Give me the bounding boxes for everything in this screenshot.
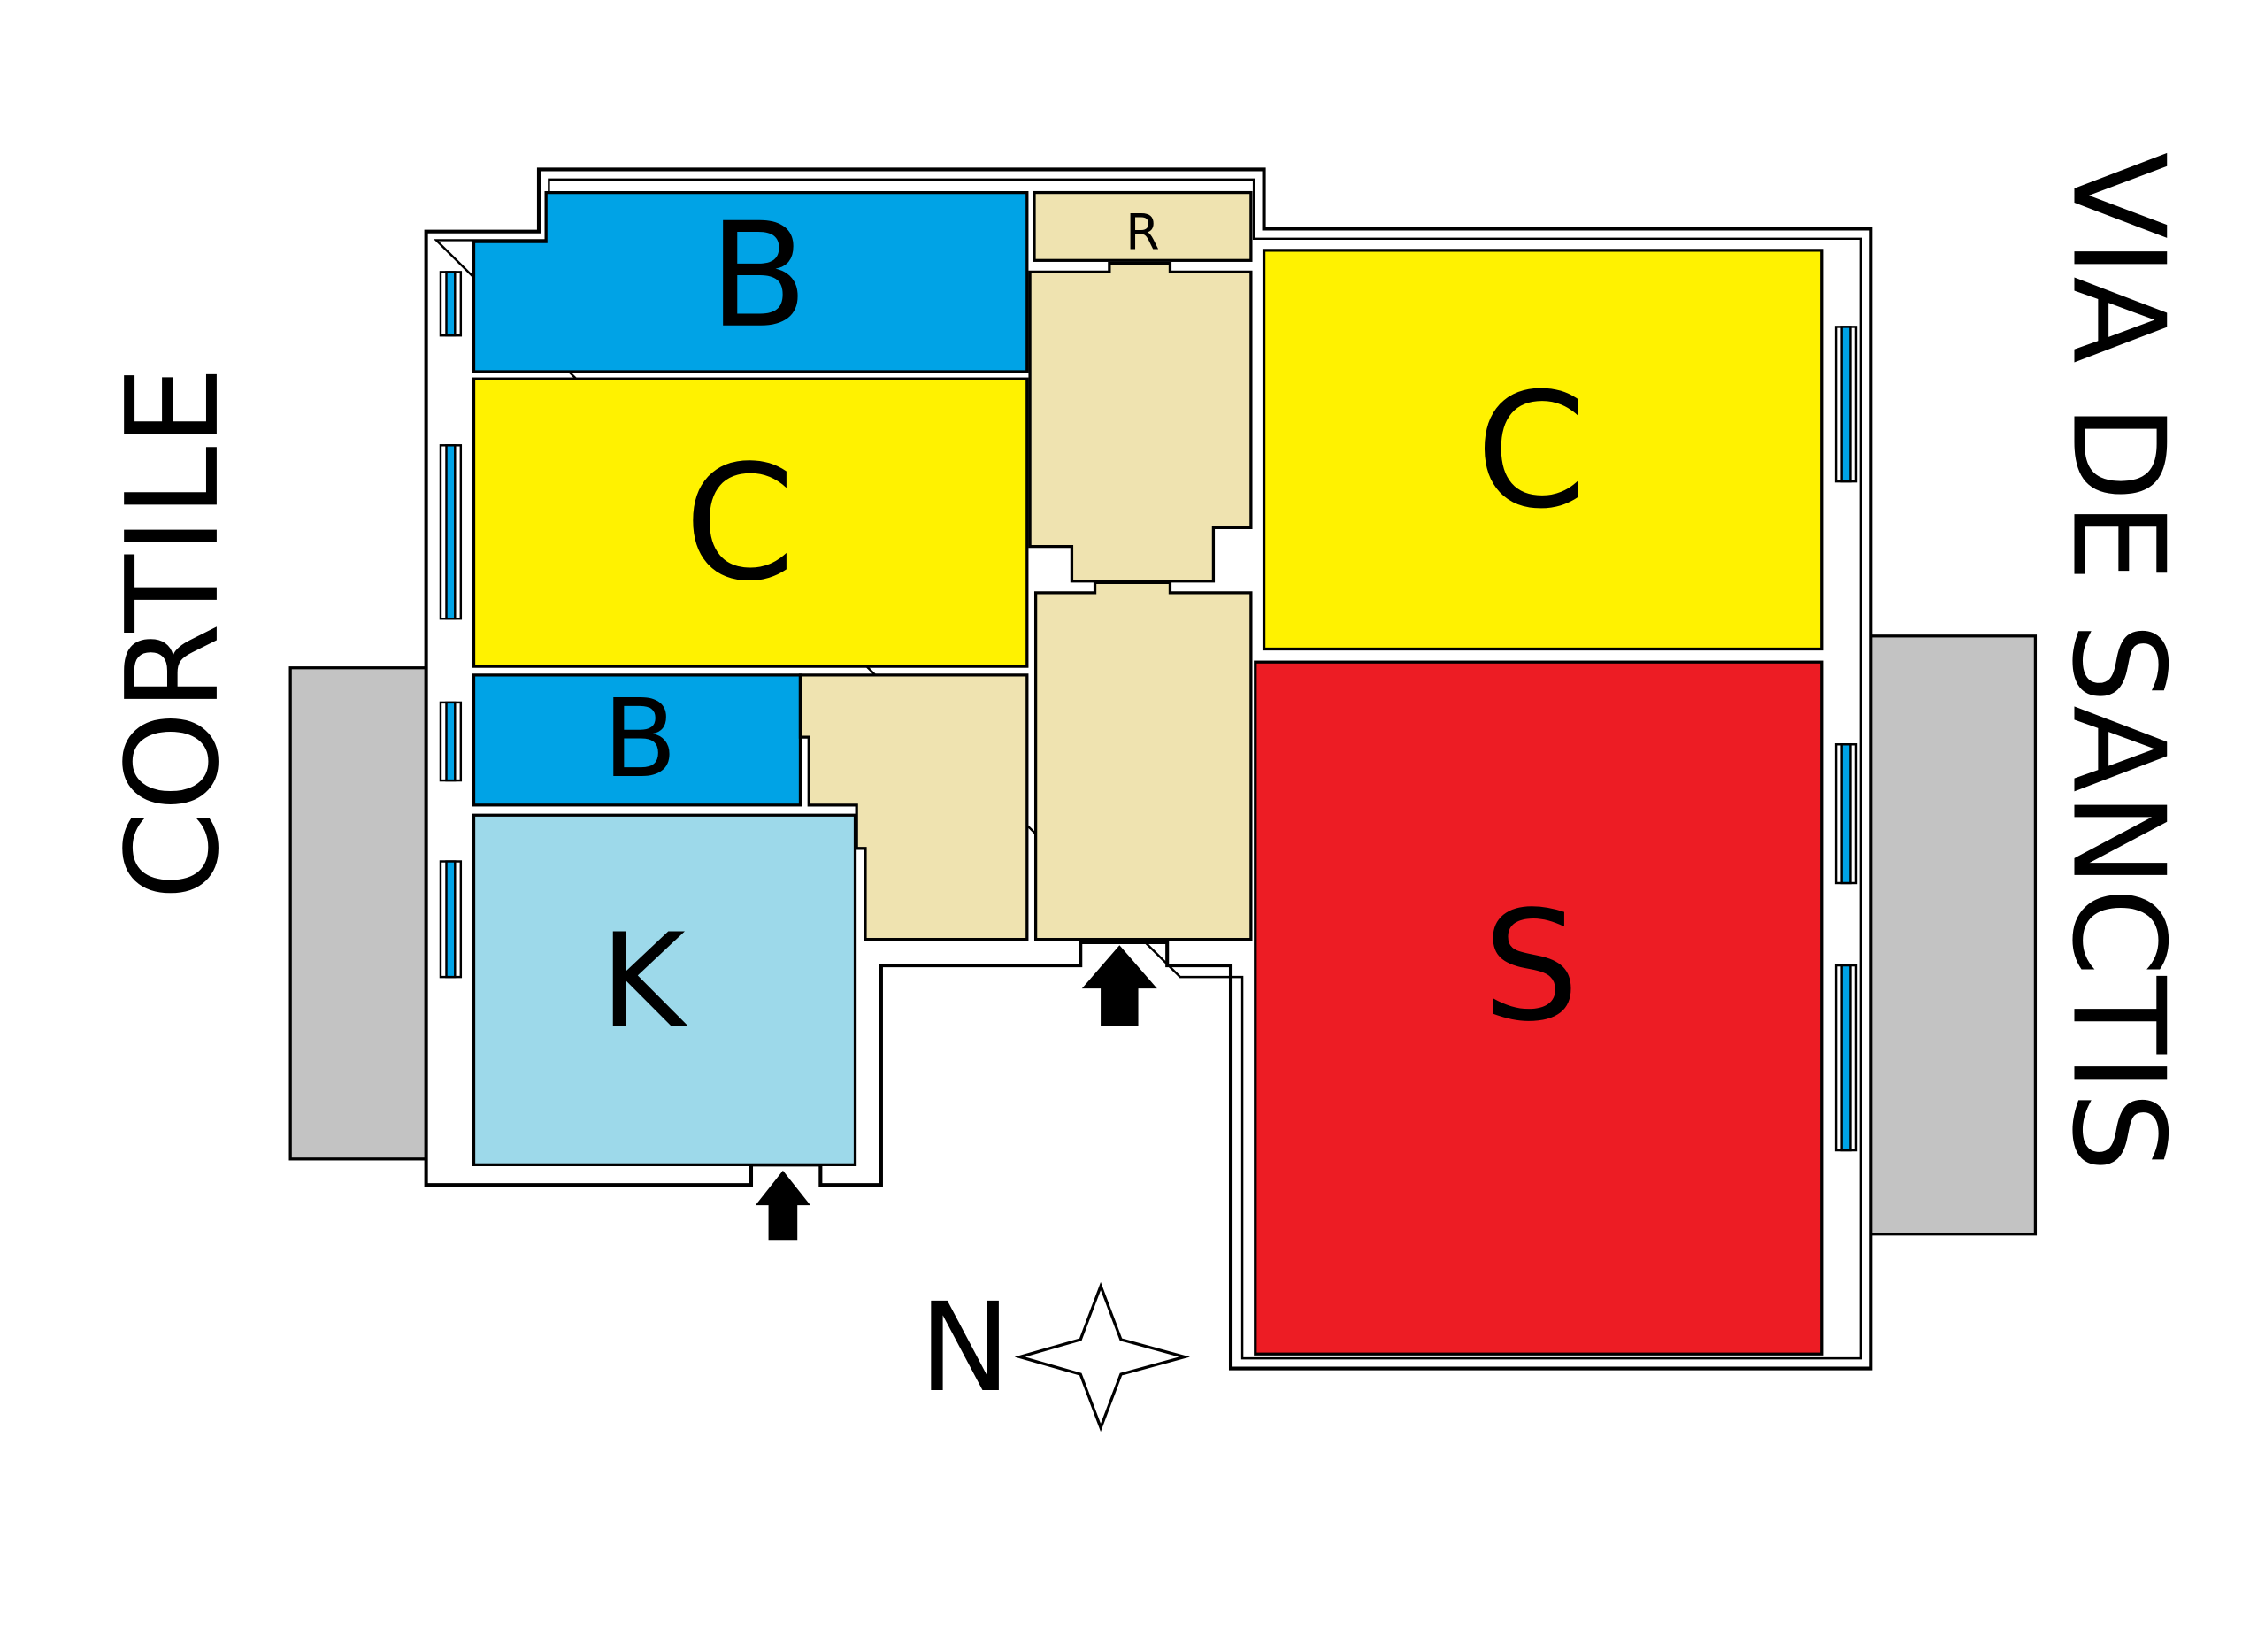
- room-label-bathroom-top: B: [709, 191, 808, 360]
- compass-star-icon: [1014, 1281, 1190, 1433]
- room-bedroom-left: [472, 377, 1029, 668]
- room-storage: [1033, 190, 1253, 262]
- room-hall-lower: [1033, 580, 1253, 941]
- room-kitchen: [472, 813, 857, 1166]
- room-living: [1254, 660, 1824, 1356]
- room-label-kitchen: K: [600, 906, 688, 1057]
- entrance-arrow-icon: [1081, 945, 1157, 1026]
- balcony-right: [1869, 634, 2038, 1236]
- room-label-bedroom-left: C: [684, 431, 795, 616]
- room-bathroom-small: [472, 673, 802, 807]
- room-bedroom-right: [1262, 249, 1824, 651]
- room-bathroom-top: [472, 190, 1029, 373]
- room-label-bedroom-right: C: [1476, 359, 1586, 544]
- entrance-arrow-icon: [755, 1170, 810, 1241]
- north-label: N: [919, 1276, 1011, 1419]
- courtyard-label: CORTILE: [99, 366, 247, 901]
- room-label-storage: R: [1125, 204, 1160, 261]
- balcony-left: [288, 666, 428, 1161]
- room-hall-upper: [1028, 261, 1253, 583]
- windows-left: [439, 271, 463, 979]
- street-label: VIA DE SANCTIS: [2044, 152, 2192, 1172]
- windows-right: [1834, 326, 1858, 1152]
- room-label-living: S: [1483, 879, 1579, 1055]
- room-label-bathroom-small: B: [603, 675, 677, 802]
